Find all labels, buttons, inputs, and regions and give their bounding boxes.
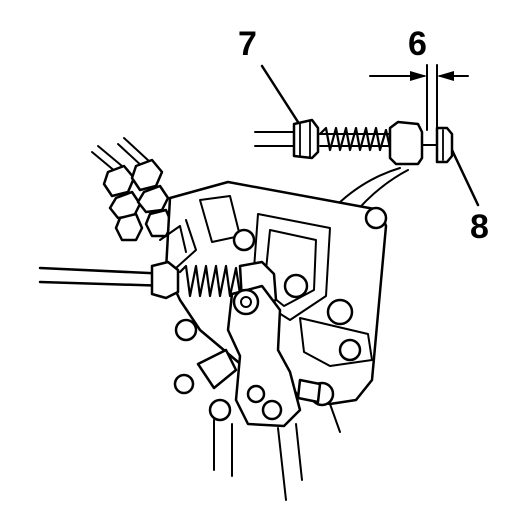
callout-7-label: 7	[238, 25, 257, 63]
callout-6-label: 6	[408, 25, 427, 63]
nut-8	[435, 126, 454, 164]
spring-thread	[318, 126, 392, 152]
callout-leaders	[260, 64, 480, 207]
stop-block	[388, 120, 424, 166]
dimension-6-gap	[369, 64, 469, 131]
lock-nut-7	[292, 118, 320, 160]
control-lever	[173, 284, 335, 428]
mounting-base	[213, 403, 341, 501]
fuel-pipes	[91, 137, 174, 242]
callout-8-label: 8	[470, 208, 489, 246]
